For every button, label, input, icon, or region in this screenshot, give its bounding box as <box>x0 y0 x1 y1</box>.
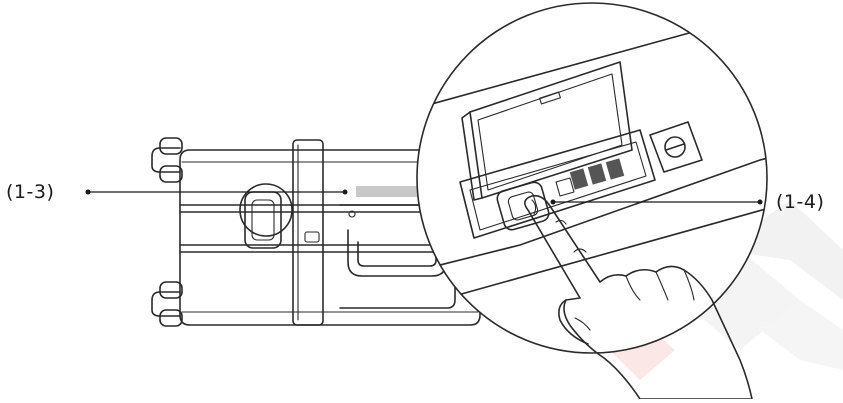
callout-label-1-3: (1-3) <box>6 181 54 203</box>
wheel-bottom <box>152 282 182 326</box>
wheel-top <box>152 138 182 182</box>
callout-leader-left <box>86 190 348 195</box>
callout-label-1-4: (1-4) <box>776 191 824 213</box>
